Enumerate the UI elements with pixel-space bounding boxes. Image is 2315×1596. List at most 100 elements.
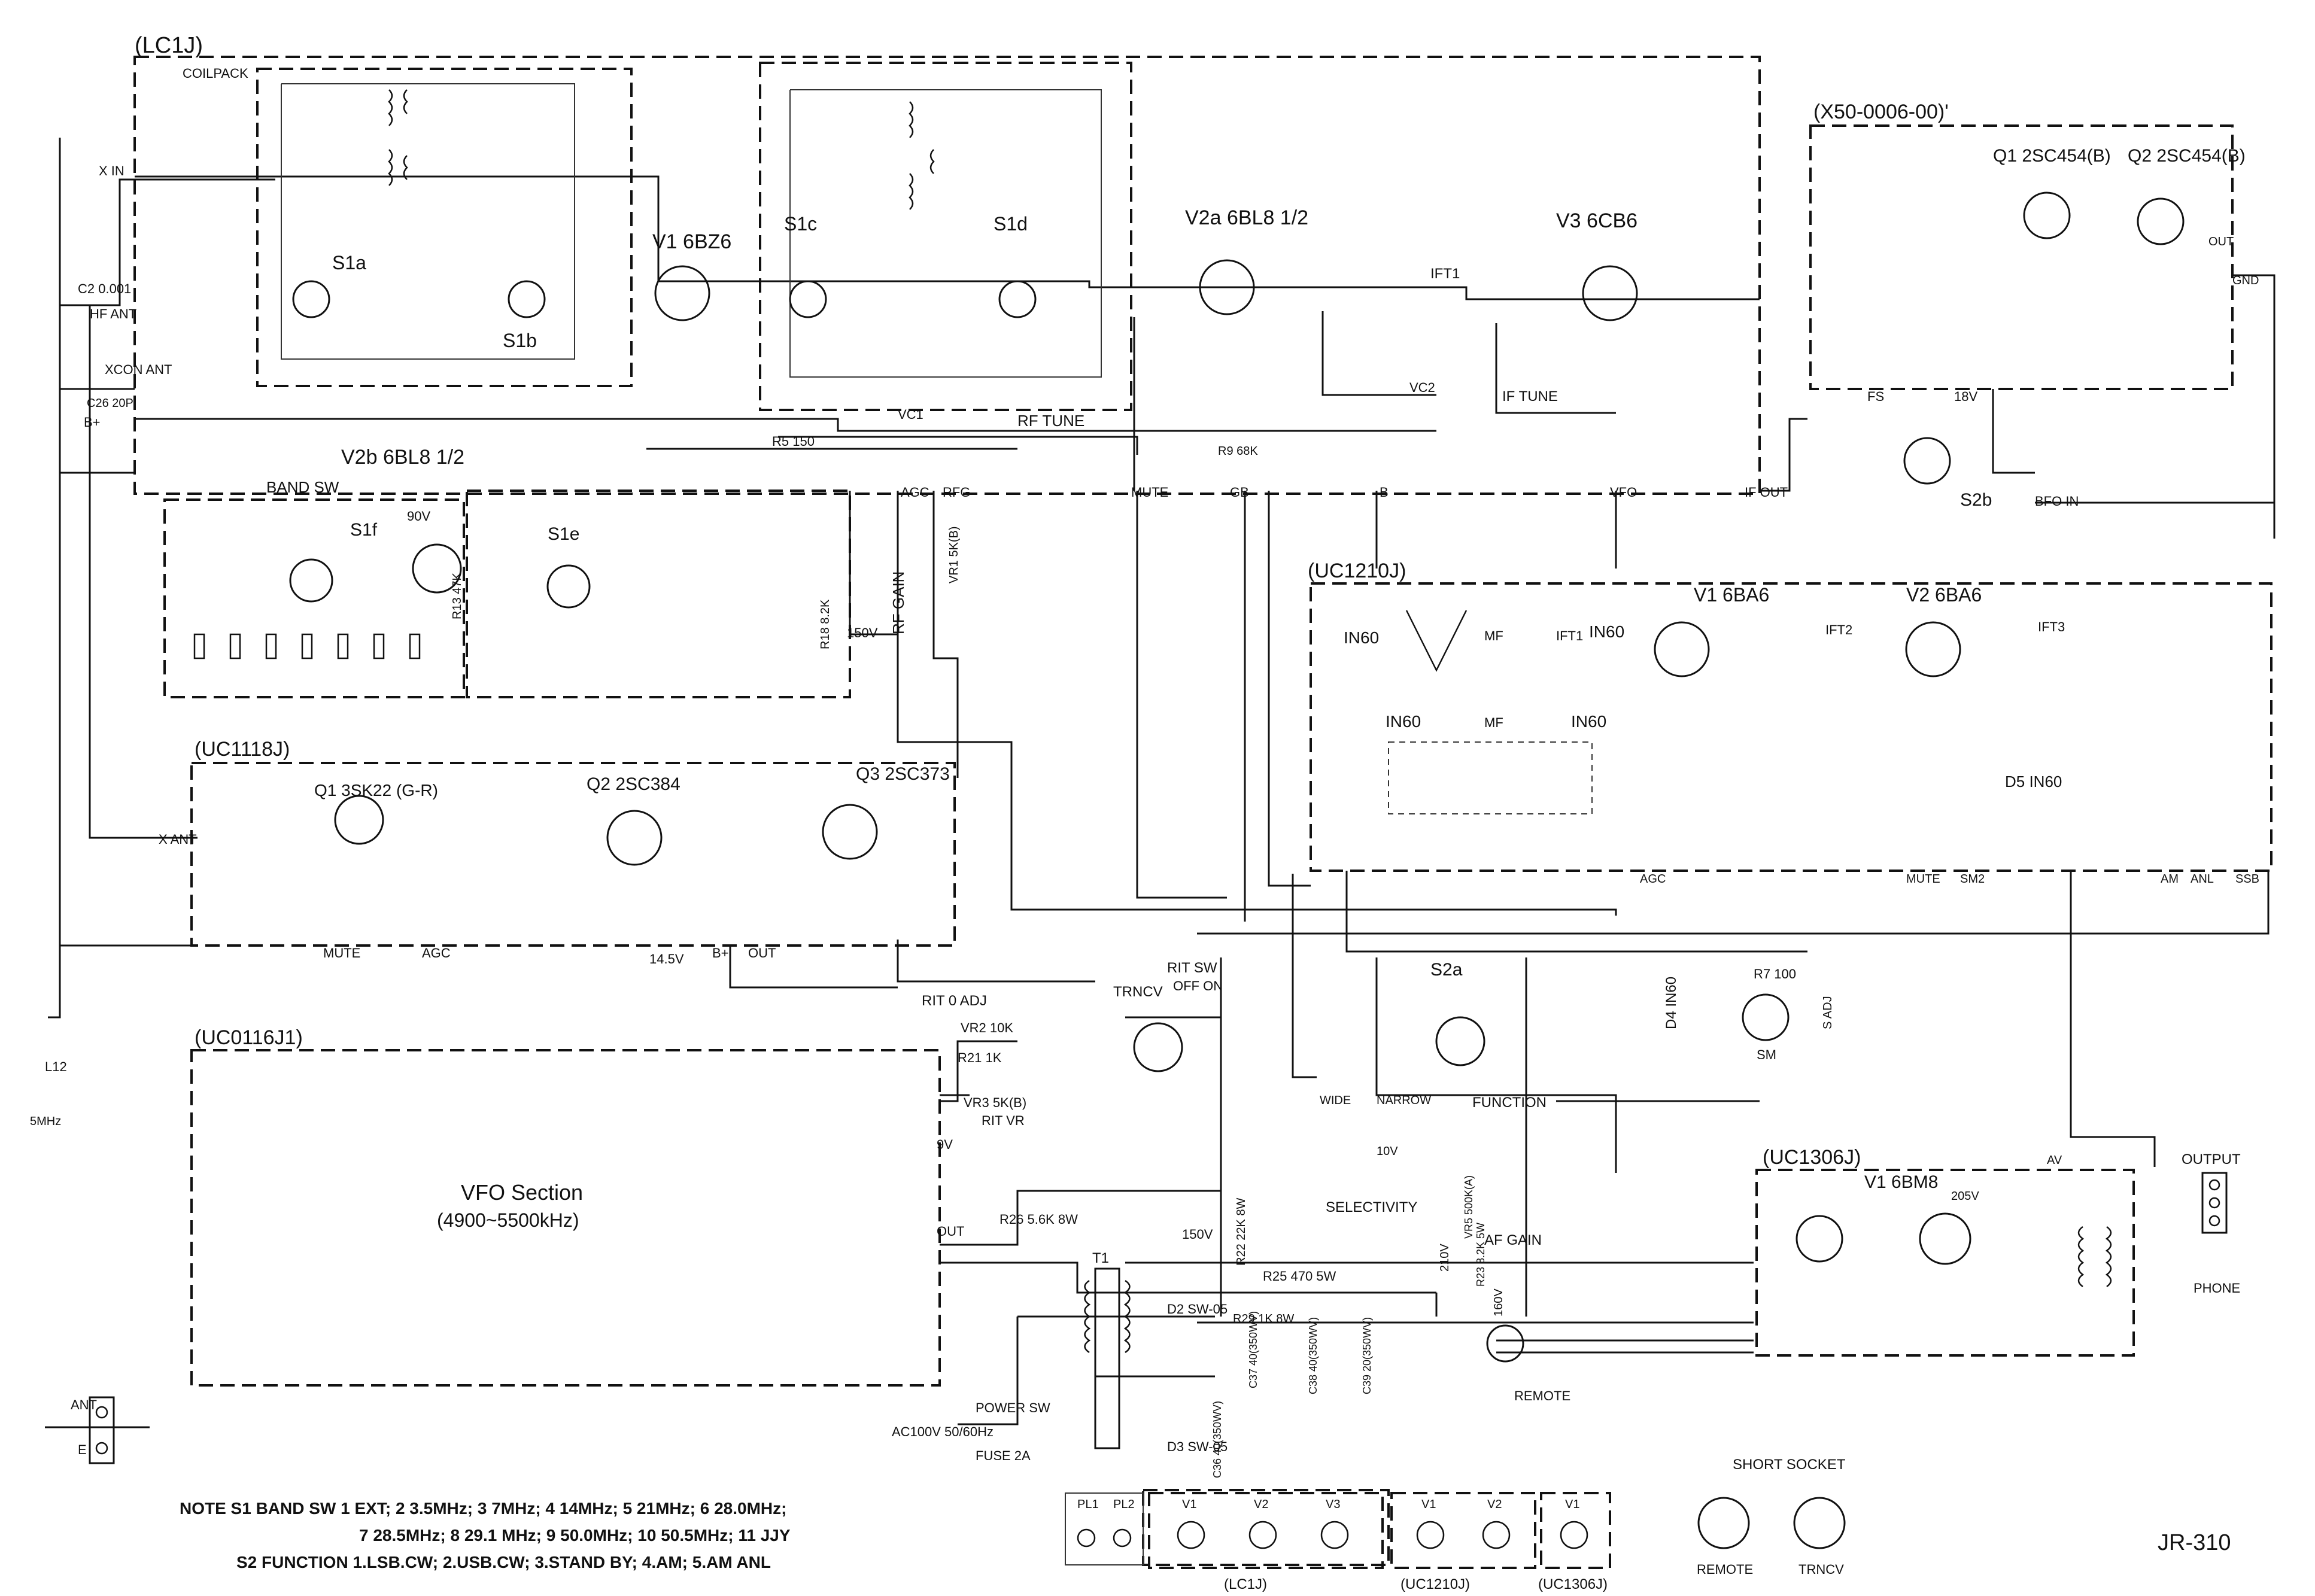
coilpack-2-boundary (759, 62, 1132, 411)
label-210v: 210V (1438, 1244, 1451, 1272)
label-q1-2sc454: Q1 2SC454(B) (1993, 146, 2111, 166)
label-xcon-ant: XCON ANT (105, 362, 172, 377)
label-gb: GB (1230, 485, 1249, 500)
label-tube-v2a: V2a 6BL8 1/2 (1185, 206, 1308, 229)
label-rit-sw: RIT SW (1167, 960, 1217, 976)
label-vr1: VR1 5K(B) (947, 526, 961, 583)
label-socket-uc1210j: (UC1210J) (1400, 1576, 1470, 1592)
label-socket-uc1306j: (UC1306J) (1538, 1576, 1608, 1592)
label-short-remote: REMOTE (1697, 1562, 1753, 1577)
uc1118j-section: Q1 3SK22 (G-R) Q2 2SC384 Q3 2SC373 X ANT… (159, 764, 950, 966)
label-in60-4: IN60 (1571, 712, 1606, 731)
label-s1a: S1a (332, 252, 366, 273)
transistor-q3-2sc373 (822, 804, 878, 860)
label-selectivity: SELECTIVITY (1326, 1199, 1417, 1215)
notes-block: NOTE S1 BAND SW 1 EXT; 2 3.5MHz; 3 7MHz;… (180, 1499, 791, 1571)
label-q2-2sc454: Q2 2SC454(B) (2128, 146, 2246, 166)
label-socket-v1-b: V1 (1421, 1498, 1436, 1511)
label-ps-150v: 150V (1182, 1227, 1213, 1242)
label-s-adj: S ADJ (1821, 996, 1834, 1029)
label-uc1210-mute: MUTE (1906, 873, 1940, 886)
meter-sm (1742, 993, 1790, 1041)
band-sw-boundary (163, 498, 465, 698)
label-c2: C2 0.001 (78, 281, 131, 296)
function-section: S2a FUNCTION WIDE NARROW SELECTIVITY 10V… (1320, 960, 1834, 1403)
label-rit-vr: RIT VR (982, 1113, 1025, 1128)
label-socket-lc1j: (LC1J) (1224, 1576, 1267, 1592)
switch-s1f (289, 558, 333, 603)
label-14-5v: 14.5V (649, 951, 684, 966)
label-rit-0adj: RIT 0 ADJ (922, 993, 987, 1009)
band-switch-section: BAND SW S1f S1e 90V R13 47K R18 8.2K (193, 478, 832, 659)
label-x50-gnd: GND (2232, 274, 2259, 287)
label-uc1118j-mute: MUTE (323, 946, 360, 960)
label-b-plus: B+ (84, 415, 101, 430)
label-function: FUNCTION (1472, 1095, 1547, 1111)
remote-socket-schematic (1486, 1324, 1524, 1363)
label-d4-in60: D4 IN60 (1663, 977, 1679, 1029)
label-av: AV (2047, 1154, 2062, 1167)
x50-boundary (1809, 124, 2234, 390)
label-mute: MUTE (1131, 485, 1168, 500)
module-label-uc0116j1: (UC0116J1) (195, 1026, 303, 1049)
uc0116j1-boundary (190, 1049, 941, 1387)
label-s1d: S1d (994, 213, 1028, 235)
label-uc1210-am: AM (2161, 873, 2179, 886)
label-r29: R29 1K 8W (1233, 1312, 1294, 1326)
label-c36: C36 40(350WV) (1211, 1401, 1223, 1478)
label-ac100v: AC100V 50/60Hz (892, 1424, 994, 1439)
module-label-x50: (X50-0006-00)' (1813, 101, 1949, 123)
module-label-uc1306j: (UC1306J) (1763, 1146, 1861, 1169)
label-uc1118j-out: OUT (748, 946, 776, 960)
label-c26: C26 20P (87, 397, 133, 410)
s1e-boundary (466, 490, 851, 698)
switch-s2b (1903, 437, 1951, 485)
label-fs: FS (1867, 389, 1884, 404)
label-rf-tune: RF TUNE (1017, 412, 1084, 430)
uc1306j-socket-boundary (1142, 1489, 1390, 1566)
label-t1: T1 (1092, 1250, 1109, 1266)
transistor-q2-2sc454 (2137, 197, 2185, 245)
label-in60-3: IN60 (1386, 712, 1421, 731)
label-rf-gain: RF GAIN (889, 571, 907, 634)
label-d2-sw05: D2 SW-05 (1167, 1302, 1228, 1317)
label-socket-v2-b: V2 (1487, 1498, 1502, 1511)
label-r13: R13 47K (451, 573, 464, 619)
tube-v1-6bm8-a (1796, 1215, 1843, 1263)
label-r22: R22 22K 8W (1235, 1197, 1248, 1266)
label-q3-2sc373: Q3 2SC373 (856, 764, 950, 784)
note-line-1: NOTE S1 BAND SW 1 EXT; 2 3.5MHz; 3 7MHz;… (180, 1499, 786, 1518)
label-s2b: S2b (1960, 490, 1992, 510)
coilpack-boundary (256, 68, 633, 387)
label-bfo-in: BFO IN (2035, 494, 2079, 509)
label-in60-1: IN60 (1344, 628, 1379, 647)
label-remote-schematic: REMOTE (1514, 1388, 1570, 1403)
label-r5: R5 150 (772, 434, 815, 449)
label-s1c: S1c (784, 213, 817, 235)
label-s2a: S2a (1430, 960, 1463, 980)
label-r18: R18 8.2K (819, 599, 832, 649)
tube-v1-6ba6 (1654, 621, 1710, 677)
label-tube-v3-6cb6: V3 6CB6 (1556, 209, 1637, 232)
label-socket-v1-a: V1 (1182, 1498, 1196, 1511)
label-uc1210-ssb: SSB (2235, 873, 2259, 886)
ant-terminal: ANT E (71, 1396, 115, 1464)
label-ift1: IFT1 (1430, 266, 1460, 282)
switch-s1a (292, 280, 330, 318)
label-sm: SM (1757, 1047, 1776, 1062)
short-socket-group: SHORT SOCKET REMOTE TRNCV (1697, 1457, 1846, 1577)
label-r9: R9 68K (1218, 445, 1258, 458)
label-uc1210-sm2: SM2 (1960, 873, 1985, 886)
label-r26: R26 5.6K 8W (999, 1212, 1078, 1227)
rit-section: RIT 0 ADJ VR2 10K R21 1K VR3 5K(B) RIT V… (922, 960, 1223, 1227)
label-wide: WIDE (1320, 1094, 1351, 1107)
label-power-sw: POWER SW (976, 1400, 1050, 1415)
coilpack-1: S1a S1b X IN (99, 83, 575, 360)
label-x50-out: OUT (2208, 235, 2234, 248)
label-vc2: VC2 (1409, 380, 1435, 395)
label-90v: 90V (407, 509, 430, 524)
label-band-sw: BAND SW (266, 478, 339, 496)
label-s1f: S1f (350, 520, 378, 540)
label-off-on: OFF ON (1173, 978, 1223, 993)
label-q1-3sk22: Q1 3SK22 (G-R) (314, 781, 438, 799)
